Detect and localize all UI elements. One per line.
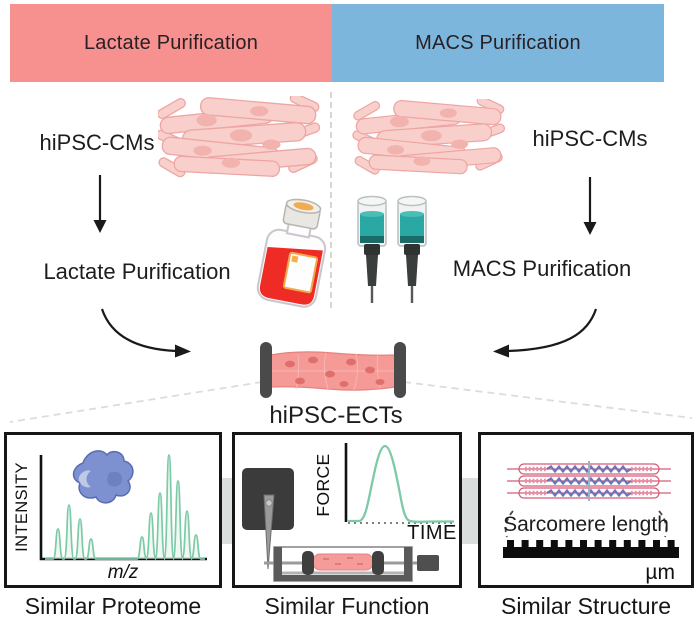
lactate-header: Lactate Purification (10, 4, 332, 82)
macs-header-label: MACS Purification (415, 31, 581, 54)
lactate-cells-label: hiPSC-CMs (39, 130, 155, 155)
media-bottle-icon (256, 198, 327, 308)
function-panel: FORCE TIME (232, 432, 462, 588)
proteome-panel: INTENSITY m/z (4, 432, 222, 588)
curved-arrow-left-icon (100, 308, 191, 358)
dashed-divider (330, 92, 332, 308)
sarcomere-icon (503, 461, 679, 558)
time-axis-label: TIME (407, 522, 457, 544)
mass-spectrum-icon: INTENSITY m/z (13, 450, 207, 583)
micrometer-unit-label: µm (645, 561, 675, 584)
force-axis-label: FORCE (313, 453, 333, 516)
macs-step-label: MACS Purification (452, 256, 632, 281)
lactate-header-label: Lactate Purification (83, 31, 259, 54)
protein-blob-icon (72, 450, 134, 504)
ects-label: hiPSC-ECTs (269, 402, 403, 429)
cardiomyocytes-icon (352, 99, 507, 177)
function-caption: Similar Function (264, 593, 430, 618)
macs-header: MACS Purification (332, 4, 664, 82)
macs-columns-icon (357, 195, 427, 304)
force-transducer-icon (242, 468, 294, 570)
fan-dashed-lines (9, 381, 693, 423)
structure-panel: Sarcomere length µm (478, 432, 694, 588)
spectrum-peaks (45, 454, 205, 560)
curved-arrow-right-icon (493, 308, 598, 358)
structure-caption: Similar Structure (501, 593, 671, 618)
force-assay-icon: FORCE TIME (242, 443, 457, 582)
macs-cells-label: hiPSC-CMs (532, 126, 648, 151)
down-arrow-icon (583, 177, 597, 235)
scale-ruler-icon (503, 540, 679, 558)
tissue-construct-icon (260, 342, 406, 398)
mz-axis-label: m/z (108, 562, 139, 583)
tissue-stretcher-icon (264, 546, 439, 582)
intensity-axis-label: INTENSITY (13, 462, 31, 552)
cardiomyocytes-icon (158, 96, 320, 179)
proteome-caption: Similar Proteome (24, 593, 202, 618)
dashed-bracket-icon (504, 510, 668, 538)
force-trace (348, 444, 454, 523)
down-arrow-icon (93, 175, 107, 233)
lactate-step-label: Lactate Purification (43, 259, 231, 284)
sarcomere-length-annotation: Sarcomere length (503, 513, 669, 536)
